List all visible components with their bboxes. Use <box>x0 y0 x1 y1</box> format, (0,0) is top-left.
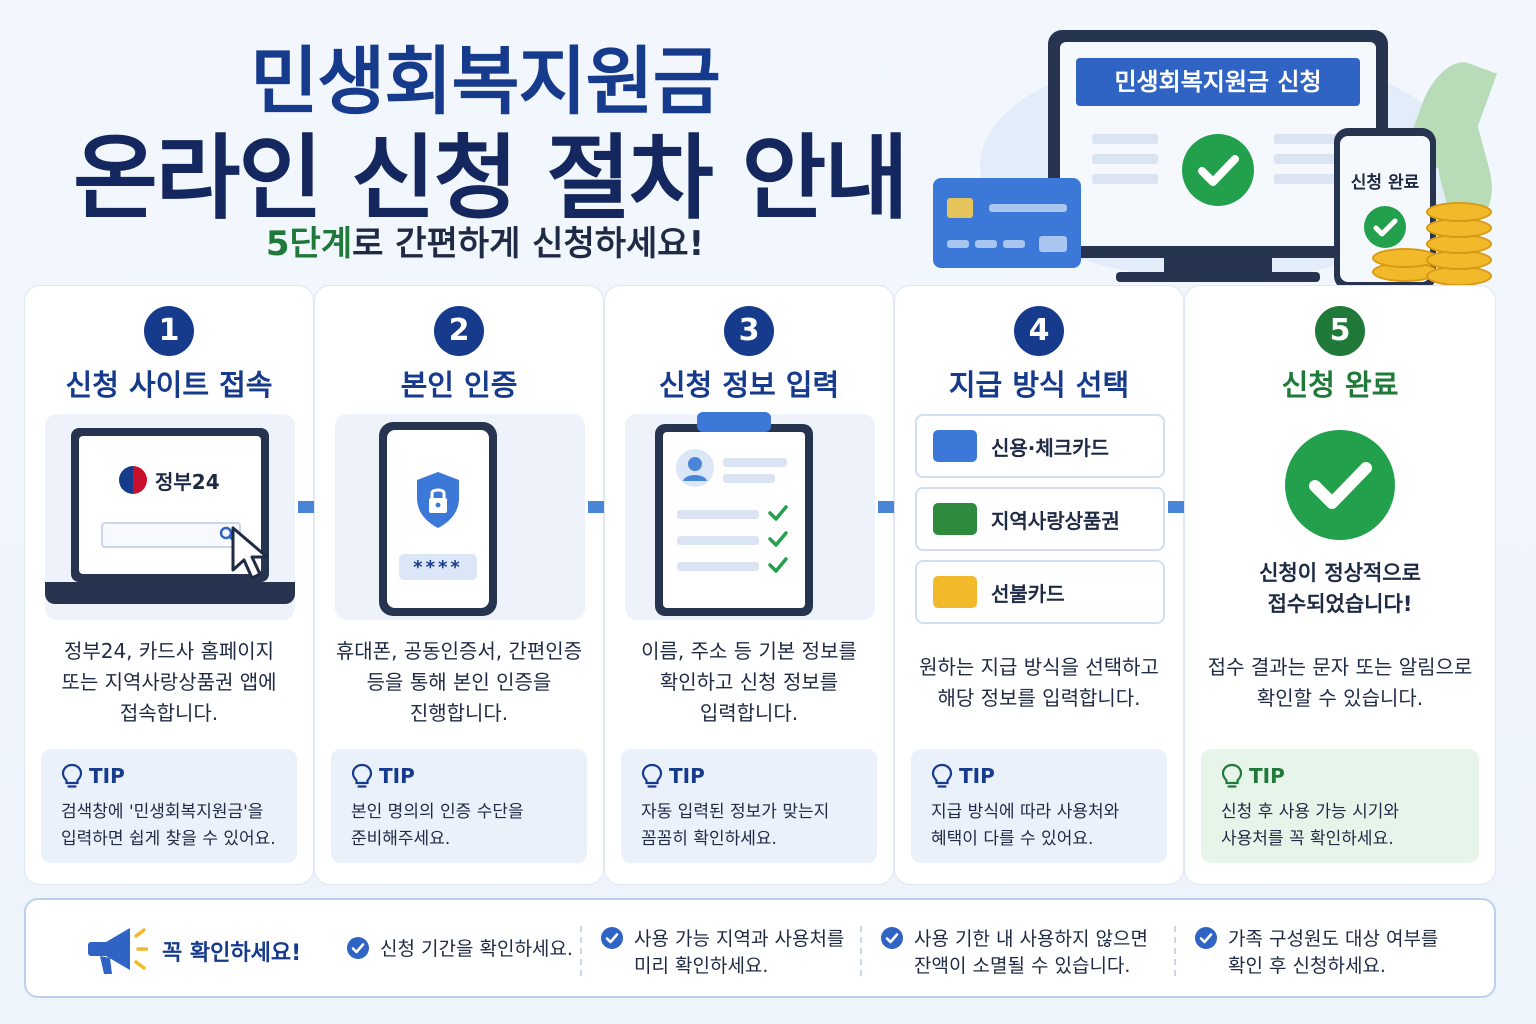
check-icon <box>768 557 788 573</box>
gov24-site-name: 정부24 <box>155 470 220 494</box>
tip-text: 본인 명의의 인증 수단을 준비해주세요. <box>351 802 524 849</box>
smartphone-icon: **** <box>379 422 497 616</box>
clipboard-icon <box>655 412 813 616</box>
monitor-icon: 민생회복지원금 신청 <box>1048 30 1388 258</box>
cursor-icon <box>231 526 269 580</box>
page-subtitle: 5단계로 간편하게 신청하세요! <box>0 216 970 265</box>
tip-label: TIP <box>89 764 125 788</box>
search-input <box>101 522 241 548</box>
check-circle-icon <box>1182 134 1254 206</box>
check-circle-icon <box>347 937 369 959</box>
step-description: 접수 결과는 문자 또는 알림으로 확인할 수 있습니다. <box>1207 655 1473 710</box>
payment-option-local-voucher[interactable]: 지역사랑상품권 <box>915 487 1165 551</box>
step-1-card: 1 신청 사이트 접속 정부24 정부24, 카드사 홈페이지 또는 지역사랑상… <box>24 285 314 885</box>
voucher-icon <box>933 503 977 535</box>
notice-item-text: 사용 가능 지역과 사용처를 미리 확인하세요. <box>634 928 845 977</box>
step-title: 신청 정보 입력 <box>658 368 840 402</box>
step-description: 휴대폰, 공동인증서, 간편인증 등을 통해 본인 인증을 진행합니다. <box>335 639 583 725</box>
notice-item: 사용 가능 지역과 사용처를 미리 확인하세요. <box>600 926 844 980</box>
shield-lock-icon <box>417 472 459 528</box>
step-title: 신청 완료 <box>1281 368 1399 402</box>
step-title: 신청 사이트 접속 <box>65 368 273 402</box>
payment-option-label: 지역사랑상품권 <box>991 508 1120 533</box>
step-number: 2 <box>434 306 484 356</box>
tip-box: TIP 검색창에 '민생회복지원금'을 입력하면 쉽게 찾을 수 있어요. <box>41 749 297 863</box>
tip-label: TIP <box>669 764 705 788</box>
lightbulb-icon <box>641 763 663 788</box>
credit-card-icon <box>933 178 1081 268</box>
tip-label: TIP <box>1249 764 1285 788</box>
coin-icon <box>1426 202 1492 222</box>
check-circle-icon <box>1285 430 1395 540</box>
check-icon <box>768 531 788 547</box>
payment-options: 신용·체크카드 지역사랑상품권 선불카드 <box>915 414 1165 633</box>
check-icon <box>768 505 788 521</box>
lightbulb-icon <box>61 763 83 788</box>
tip-text: 검색창에 '민생회복지원금'을 입력하면 쉽게 찾을 수 있어요. <box>61 802 276 849</box>
steps-container: 1 신청 사이트 접속 정부24 정부24, 카드사 홈페이지 또는 지역사랑상… <box>24 285 1496 885</box>
tip-box: TIP 본인 명의의 인증 수단을 준비해주세요. <box>331 749 587 863</box>
password-field: **** <box>399 554 477 580</box>
page-title-line1: 민생회복지원금 <box>250 39 721 125</box>
notice-item-text: 사용 기한 내 사용하지 않으면 잔액이 소멸될 수 있습니다. <box>914 928 1148 977</box>
gov24-logo-icon <box>119 466 147 494</box>
laptop-illustration: 정부24 <box>45 414 295 620</box>
notice-item: 가족 구성원도 대상 여부를 확인 후 신청하세요. <box>1194 926 1438 980</box>
tip-box: TIP 자동 입력된 정보가 맞는지 꼼꼼히 확인하세요. <box>621 749 877 863</box>
notice-item: 사용 기한 내 사용하지 않으면 잔액이 소멸될 수 있습니다. <box>880 926 1148 980</box>
lightbulb-icon <box>1221 763 1243 788</box>
notice-item: 신청 기간을 확인하세요. <box>346 936 573 963</box>
step-description: 정부24, 카드사 홈페이지 또는 지역사랑상품권 앱에 접속합니다. <box>61 639 277 725</box>
check-circle-icon <box>1364 206 1406 248</box>
step-5-card: 5 신청 완료 신청이 정상적으로 접수되었습니다! 접수 결과는 문자 또는 … <box>1184 285 1496 885</box>
step-number: 5 <box>1315 306 1365 356</box>
payment-option-prepaid[interactable]: 선불카드 <box>915 560 1165 624</box>
step-number: 4 <box>1014 306 1064 356</box>
payment-option-card[interactable]: 신용·체크카드 <box>915 414 1165 478</box>
step-4-card: 4 지급 방식 선택 신용·체크카드 지역사랑상품권 선불카드 원하는 지급 방… <box>894 285 1184 885</box>
phone-auth-illustration: **** <box>335 414 585 620</box>
lightbulb-icon <box>351 763 373 788</box>
step-number: 3 <box>724 306 774 356</box>
payment-option-label: 신용·체크카드 <box>991 435 1109 460</box>
tip-text: 신청 후 사용 가능 시기와 사용처를 꼭 확인하세요. <box>1221 802 1400 849</box>
tip-text: 자동 입력된 정보가 맞는지 꼼꼼히 확인하세요. <box>641 802 830 849</box>
monitor-banner: 민생회복지원금 신청 <box>1076 58 1360 106</box>
notice-item-text: 신청 기간을 확인하세요. <box>380 938 573 960</box>
tip-label: TIP <box>379 764 415 788</box>
notice-title: 꼭 확인하세요! <box>162 941 302 966</box>
tip-box: TIP 신청 후 사용 가능 시기와 사용처를 꼭 확인하세요. <box>1201 749 1479 863</box>
subtitle-highlight: 5단계 <box>265 224 353 264</box>
megaphone-icon <box>88 928 148 974</box>
step-number: 1 <box>144 306 194 356</box>
step-description: 원하는 지급 방식을 선택하고 해당 정보를 입력합니다. <box>919 655 1159 710</box>
hero-illustration: 민생회복지원금 신청 신청 완료 <box>920 20 1520 290</box>
step-description: 이름, 주소 등 기본 정보를 확인하고 신청 정보를 입력합니다. <box>641 639 857 725</box>
phone-complete-text: 신청 완료 <box>1350 173 1420 193</box>
page-title-line2: 온라인 신청 절차 안내 <box>73 125 909 232</box>
payment-option-label: 선불카드 <box>991 581 1065 606</box>
step-2-card: 2 본인 인증 **** 휴대폰, 공동인증서, 간편인증 등을 통해 본인 인… <box>314 285 604 885</box>
check-circle-icon <box>881 927 903 949</box>
notice-item-text: 가족 구성원도 대상 여부를 확인 후 신청하세요. <box>1228 928 1439 977</box>
tip-box: TIP 지급 방식에 따라 사용처와 혜택이 다를 수 있어요. <box>911 749 1167 863</box>
step-3-card: 3 신청 정보 입력 이름, 주소 등 기본 정보를 확인하고 신청 정보를 입… <box>604 285 894 885</box>
tip-text: 지급 방식에 따라 사용처와 혜택이 다를 수 있어요. <box>931 802 1120 849</box>
tip-label: TIP <box>959 764 995 788</box>
step-title: 본인 인증 <box>400 368 518 402</box>
notice-banner: 꼭 확인하세요! 신청 기간을 확인하세요. 사용 가능 지역과 사용처를 미리… <box>24 898 1496 998</box>
user-avatar-icon <box>676 449 714 487</box>
completion-message: 신청이 정상적으로 접수되었습니다! <box>1259 561 1421 616</box>
check-circle-icon <box>601 927 623 949</box>
form-illustration <box>625 412 875 620</box>
lightbulb-icon <box>931 763 953 788</box>
subtitle-text: 로 간편하게 신청하세요! <box>352 224 705 264</box>
prepaid-card-icon <box>933 576 977 608</box>
check-circle-icon <box>1195 927 1217 949</box>
credit-card-icon <box>933 430 977 462</box>
step-title: 지급 방식 선택 <box>948 368 1130 402</box>
